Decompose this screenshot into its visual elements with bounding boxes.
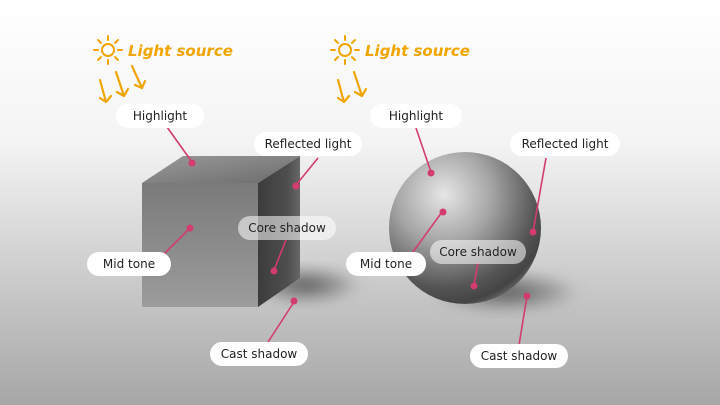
label-text: Reflected light bbox=[265, 137, 352, 151]
light-source-label: Light source bbox=[128, 42, 233, 60]
cube-front-face bbox=[142, 183, 258, 307]
leader-cube-cast-shadow bbox=[267, 301, 295, 343]
label-text: Highlight bbox=[389, 109, 443, 123]
cube-highlight-label: Highlight bbox=[116, 104, 204, 128]
leader-sphere-core-shadow bbox=[473, 261, 479, 287]
label-text: Core shadow bbox=[439, 245, 517, 259]
sphere-highlight-label: Highlight bbox=[370, 104, 462, 128]
leader-sphere-mid-tone bbox=[409, 211, 443, 257]
light-source-label: Light source bbox=[365, 42, 470, 60]
sun-icon bbox=[330, 35, 360, 65]
sun-icon bbox=[93, 35, 123, 65]
label-text: Highlight bbox=[133, 109, 187, 123]
point-cube-cast-shadow bbox=[290, 297, 298, 305]
sphere-body bbox=[389, 152, 541, 304]
leader-sphere-highlight bbox=[415, 127, 432, 173]
leader-cube-core-shadow bbox=[273, 239, 287, 271]
light-direction-arrows bbox=[336, 70, 368, 104]
label-text: Mid tone bbox=[360, 257, 412, 271]
cube-reflected-light-label: Reflected light bbox=[254, 132, 362, 156]
sphere-reflected-light-label: Reflected light bbox=[510, 132, 620, 156]
leader-cube-highlight bbox=[166, 126, 193, 163]
leader-lines bbox=[161, 126, 547, 346]
label-text: Reflected light bbox=[522, 137, 609, 151]
leader-points bbox=[186, 159, 537, 305]
cube-core-shadow-label: Core shadow bbox=[238, 216, 336, 240]
point-cube-mid-tone bbox=[186, 224, 194, 232]
point-sphere-mid-tone bbox=[439, 208, 447, 216]
point-sphere-cast-shadow bbox=[523, 292, 531, 300]
sphere bbox=[389, 152, 583, 314]
label-text: Cast shadow bbox=[481, 349, 558, 363]
leader-sphere-cast-shadow bbox=[518, 295, 528, 346]
cube-top-face bbox=[142, 156, 300, 183]
cube-mid-tone-label: Mid tone bbox=[87, 252, 171, 276]
leader-sphere-reflected bbox=[532, 157, 547, 233]
point-cube-reflected bbox=[292, 182, 300, 190]
point-cube-highlight bbox=[188, 159, 196, 167]
sphere-cast-shadow-label: Cast shadow bbox=[470, 344, 568, 368]
light-source-left: Light source bbox=[93, 35, 233, 104]
label-text: Mid tone bbox=[103, 257, 155, 271]
leader-cube-mid-tone bbox=[161, 227, 191, 257]
point-sphere-core-shadow bbox=[470, 282, 478, 290]
label-text: Cast shadow bbox=[221, 347, 298, 361]
point-sphere-reflected bbox=[529, 228, 537, 236]
light-source-right: Light source bbox=[330, 35, 470, 104]
point-cube-core-shadow bbox=[270, 267, 278, 275]
sphere-mid-tone-label: Mid tone bbox=[346, 252, 426, 276]
label-text: Core shadow bbox=[248, 221, 326, 235]
sphere-core-shadow-label: Core shadow bbox=[430, 240, 526, 264]
cube-cast-shadow-label: Cast shadow bbox=[210, 342, 308, 366]
leader-cube-reflected bbox=[295, 157, 319, 186]
light-direction-arrows bbox=[98, 64, 147, 104]
point-sphere-highlight bbox=[427, 169, 435, 177]
